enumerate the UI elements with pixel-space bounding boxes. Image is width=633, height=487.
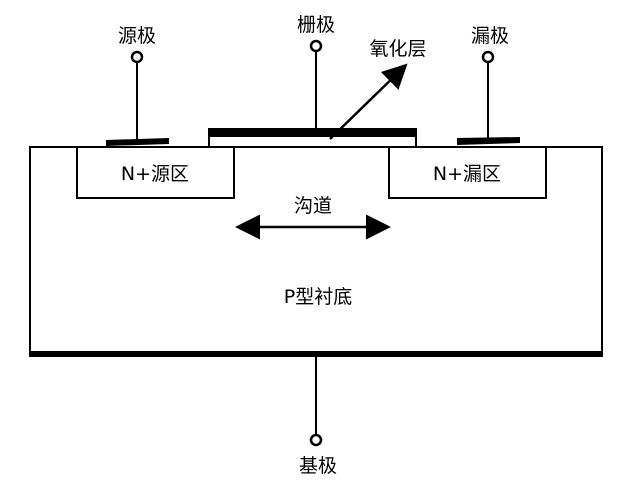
oxide-label: 氧化层 (369, 38, 426, 60)
source-contact (106, 138, 169, 146)
oxide-layer (208, 135, 417, 148)
gate-metal (208, 128, 417, 136)
gate-terminal (309, 39, 323, 53)
body-terminal (309, 433, 323, 447)
n-drain-label: N+漏区 (433, 163, 501, 185)
drain-terminal (481, 50, 495, 64)
n-source-label: N+源区 (121, 163, 189, 185)
source-terminal (130, 50, 144, 64)
oxide-pointer-arrow (329, 63, 408, 140)
source-label: 源极 (118, 25, 156, 47)
body-contact-bar (29, 351, 603, 357)
drain-label: 漏极 (471, 25, 509, 47)
n-drain-region (388, 146, 547, 199)
channel-label: 沟道 (294, 195, 332, 217)
drain-contact (457, 137, 520, 145)
substrate-label: P型衬底 (284, 286, 352, 308)
n-source-region (76, 146, 235, 199)
gate-label: 栅极 (297, 14, 335, 36)
body-label: 基极 (299, 455, 337, 477)
